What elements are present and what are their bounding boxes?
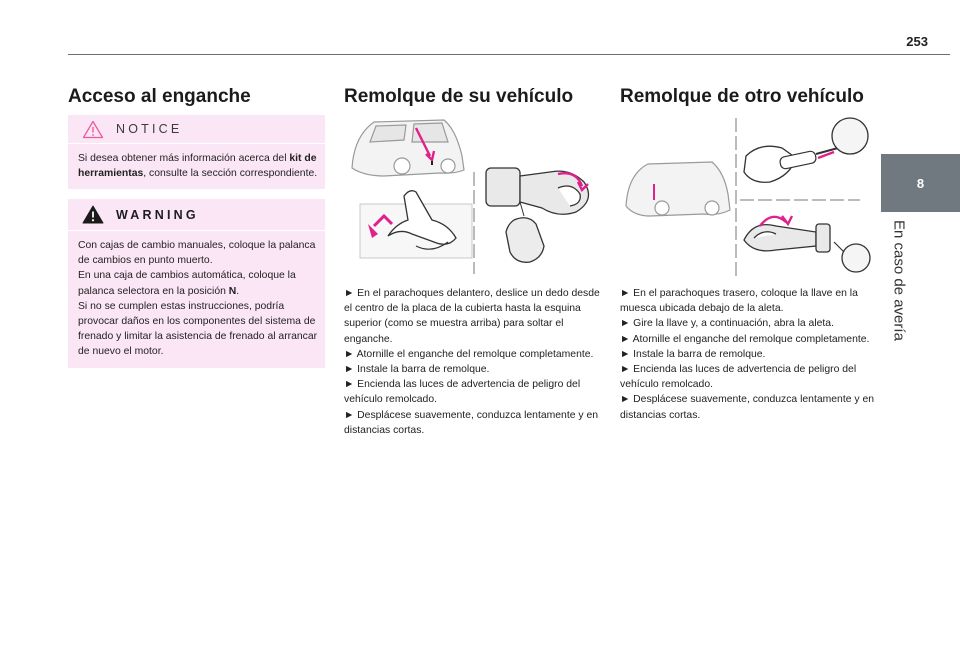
other-step-6: ► Desplácese suavemente, conduzca lentam… [620, 394, 875, 421]
notice-divider [68, 143, 325, 144]
section-title-other-vehicle: Remolque de otro vehículo [620, 86, 864, 107]
chapter-title: En caso de avería [890, 219, 908, 341]
notice-text-a: Si desea obtener más información acerca … [78, 153, 290, 164]
warning-divider [68, 230, 325, 231]
front-tow-illustration [351, 119, 596, 274]
warning-line-2-end: . [236, 285, 240, 297]
chapter-title-vertical: En caso de avería [881, 216, 917, 344]
notice-header: NOTICE [68, 115, 325, 143]
warning-line-3: Si no se cumplen estas instrucciones, po… [78, 300, 318, 358]
other-step-4: ► Instale la barra de remolque. [620, 348, 766, 360]
warning-box: WARNING Con cajas de cambio manuales, co… [68, 199, 325, 368]
page-number: 253 [906, 34, 928, 49]
other-step-5: ► Encienda las luces de advertencia de p… [620, 364, 857, 391]
warning-line-2-bold: N [228, 285, 237, 297]
notice-text-b: , consulte la sección correspondiente. [143, 168, 318, 180]
notice-label: NOTICE [116, 122, 183, 136]
warning-line-1: Con cajas de cambio manuales, coloque la… [78, 240, 316, 267]
notice-box: NOTICE Si desea obtener más información … [68, 115, 325, 190]
notice-text-bold: kit de herramientas [78, 153, 317, 180]
other-step-3: ► Atornille el enganche del remolque com… [620, 333, 870, 345]
warning-line-2: En una caja de cambios automática, coloq… [78, 270, 296, 297]
rear-tow-illustration [625, 117, 871, 278]
section-title-access: Acceso al enganche [68, 86, 251, 107]
chapter-tab[interactable]: 8 [881, 154, 960, 212]
other-step-1: ► En el parachoques trasero, coloque la … [620, 288, 858, 315]
other-vehicle-steps: ► En el parachoques trasero, coloque la … [620, 286, 876, 423]
warning-text: Con cajas de cambio manuales, coloque la… [68, 231, 325, 368]
warning-header: WARNING [68, 199, 325, 230]
caution-triangle-icon [82, 120, 104, 138]
warning-label: WARNING [116, 207, 199, 222]
header-rule [68, 54, 950, 55]
own-step-2: ► Atornille el enganche del remolque com… [344, 348, 594, 360]
own-step-3: ► Instale la barra de remolque. [344, 364, 490, 376]
own-vehicle-steps: ► En el parachoques delantero, deslice u… [344, 286, 602, 438]
other-step-2: ► Gire la llave y, a continuación, abra … [620, 318, 834, 330]
section-title-own-vehicle: Remolque de su vehículo [344, 86, 574, 107]
notice-text: Si desea obtener más información acerca … [68, 144, 325, 189]
own-step-1: ► En el parachoques delantero, deslice u… [344, 288, 600, 345]
own-step-5: ► Desplácese suavemente, conduzca lentam… [344, 409, 599, 436]
warning-triangle-icon [82, 205, 104, 224]
own-step-4: ► Encienda las luces de advertencia de p… [344, 379, 581, 406]
